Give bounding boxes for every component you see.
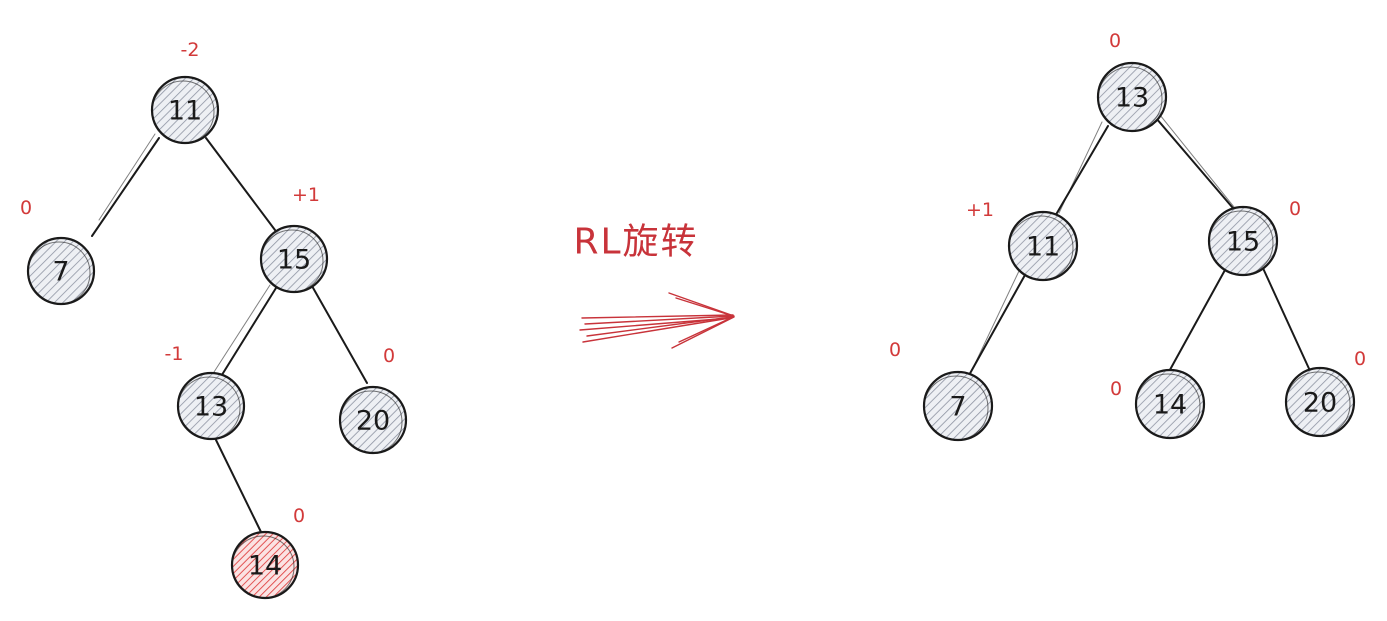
node-circle-sketch	[1208, 210, 1274, 276]
node-7: 7 0	[889, 339, 994, 442]
node-14-inserted: 14 0	[230, 505, 305, 600]
balance-factor: 0	[889, 339, 901, 361]
node-circle-sketch	[260, 229, 324, 293]
node-label: 15	[1226, 227, 1260, 258]
node-circle-sketch	[1008, 215, 1074, 281]
edge-13-11-sketch	[1058, 121, 1103, 214]
node-label: 20	[356, 406, 390, 437]
edge-15-13	[219, 287, 277, 379]
node-label: 13	[194, 392, 228, 423]
node-label: 20	[1303, 388, 1337, 419]
node-circle-sketch	[27, 241, 91, 305]
node-14: 14 0	[1110, 368, 1206, 440]
edge-15-20	[1261, 265, 1312, 374]
node-label: 14	[1153, 390, 1187, 421]
node-label: 13	[1115, 83, 1149, 114]
edge-11-7-sketch	[971, 270, 1020, 371]
edge-13-15	[1155, 117, 1239, 215]
edge-13-11	[1053, 125, 1109, 219]
node-circle-sketch	[339, 390, 403, 454]
after-edges	[967, 114, 1312, 378]
node-circle-sketch	[231, 535, 295, 599]
balance-factor: +1	[966, 199, 994, 221]
node-circle-sketch	[1097, 66, 1163, 132]
node-label: 14	[248, 551, 282, 582]
node-label: 7	[52, 257, 69, 288]
node-label: 11	[1026, 232, 1060, 263]
balance-factor: 0	[293, 505, 305, 527]
operation-label: RL旋转	[573, 222, 698, 263]
edge-13-15-sketch	[1159, 114, 1235, 208]
balance-factor: 0	[1109, 30, 1121, 52]
edge-11-7	[91, 137, 160, 237]
balance-factor: -2	[181, 39, 200, 61]
edge-15-20	[311, 285, 368, 384]
before-edges	[91, 133, 368, 533]
node-15: 15 +1	[259, 184, 329, 294]
edge-11-15	[205, 137, 276, 231]
node-15: 15 0	[1207, 198, 1301, 277]
node-circle-sketch	[1135, 373, 1201, 439]
node-20: 20 0	[338, 345, 408, 455]
node-20: 20 0	[1284, 348, 1366, 438]
balance-factor: +1	[292, 184, 320, 206]
node-label: 15	[277, 245, 311, 276]
node-11: 11 +1	[966, 199, 1079, 282]
balance-factor: 0	[1289, 198, 1301, 220]
after-tree: 13 0 11 +1 15 0 7 0 14 0	[889, 30, 1366, 442]
balance-factor: 0	[1110, 378, 1122, 400]
before-tree: 11 -2 7 0 15 +1 13 -1 20 0	[20, 39, 408, 600]
balance-factor: 0	[1354, 348, 1366, 370]
node-11: 11 -2	[150, 39, 220, 145]
node-circle-sketch	[177, 376, 241, 440]
edge-15-13-sketch	[213, 284, 271, 373]
node-13: 13 -1	[165, 343, 246, 441]
balance-factor: -1	[165, 343, 184, 365]
edge-15-14	[1165, 269, 1226, 378]
node-circle-sketch	[923, 375, 989, 441]
node-13: 13 0	[1096, 30, 1168, 133]
node-circle-sketch	[151, 80, 215, 144]
edge-11-7-sketch	[98, 133, 156, 221]
node-label: 11	[168, 96, 202, 127]
rotation-arrow: RL旋转	[573, 222, 735, 349]
balance-factor: 0	[20, 197, 32, 219]
node-label: 7	[949, 392, 966, 423]
edge-11-7	[967, 274, 1026, 378]
balance-factor: 0	[383, 345, 395, 367]
node-circle-sketch	[1285, 371, 1351, 437]
node-7: 7 0	[20, 197, 96, 306]
edge-13-14	[215, 439, 262, 533]
double-arrow-icon	[579, 292, 735, 349]
